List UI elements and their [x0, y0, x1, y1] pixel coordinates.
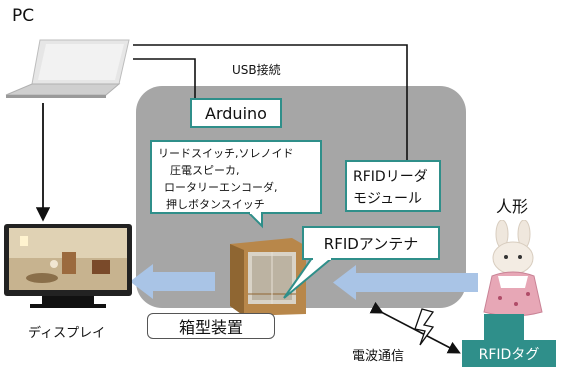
display-label: ディスプレイ	[28, 326, 106, 341]
reader-line-2: モジュール	[353, 191, 423, 207]
antenna-label: RFIDアンテナ	[323, 234, 419, 253]
component-line-3: ロータリーエンコーダ,	[164, 181, 278, 194]
doll-label: 人形	[496, 197, 529, 216]
usb-label: USB接続	[232, 63, 281, 77]
rfid-antenna-box: RFIDアンテナ	[302, 226, 440, 260]
antenna-callout-tail-cover	[313, 257, 331, 260]
device-to-display-arrow	[130, 264, 215, 299]
laptop-icon	[5, 39, 130, 98]
components-callout-tail-cover	[250, 211, 261, 214]
rfid-reader-box: RFIDリーダ モジュール	[345, 160, 441, 212]
display-image	[4, 224, 132, 308]
rfid-tag-pointer	[484, 314, 524, 344]
reader-line-1: RFIDリーダ	[353, 169, 428, 185]
component-line-4: 押しボタンスイッチ	[166, 198, 265, 211]
radio-label: 電波通信	[352, 349, 405, 364]
arduino-label: Arduino	[205, 103, 267, 123]
usb-line-arduino	[133, 58, 196, 98]
rfid-tag-box: RFIDタグ	[462, 340, 556, 367]
doll-image	[483, 220, 543, 317]
doll-to-antenna-arrow	[333, 265, 478, 300]
radio-link-arrow	[369, 301, 461, 354]
component-line-2: 圧電スピーカ,	[170, 164, 240, 177]
pc-label: PC	[12, 6, 35, 26]
lightning-icon	[414, 308, 435, 346]
box-device-label-box: 箱型装置	[147, 313, 275, 339]
arduino-box: Arduino	[190, 98, 282, 128]
rfid-tag-label: RFIDタグ	[478, 346, 540, 363]
box-device-label: 箱型装置	[178, 318, 243, 337]
component-line-1: リードスイッチ,ソレノイド	[158, 147, 294, 160]
components-callout: リードスイッチ,ソレノイド 圧電スピーカ, ロータリーエンコーダ, 押しボタンス…	[150, 140, 322, 214]
usb-line-reader	[133, 44, 408, 160]
